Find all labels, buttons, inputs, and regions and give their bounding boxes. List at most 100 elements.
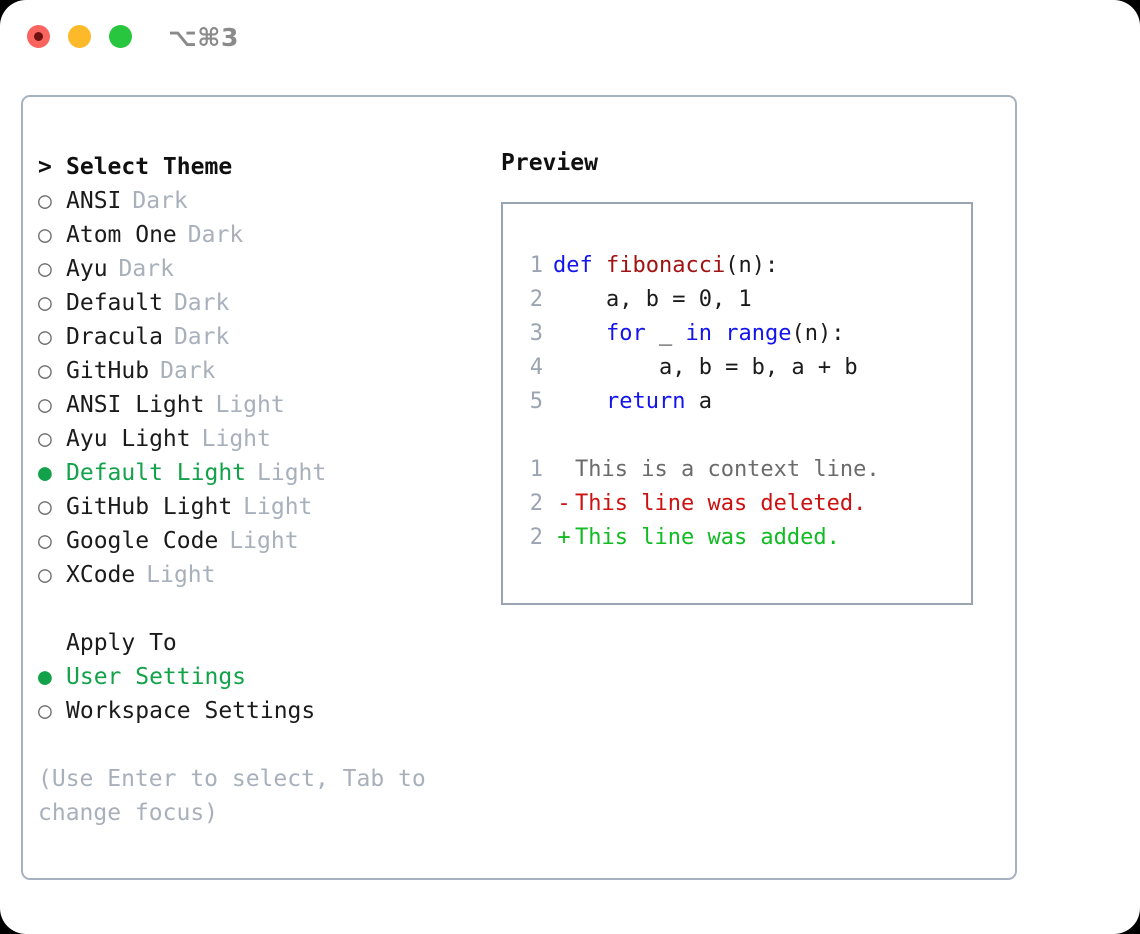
radio-selected-icon[interactable]: ● [38, 460, 52, 486]
theme-list-item[interactable]: ○ Dracula Dark [38, 320, 498, 354]
code-token: a [685, 389, 712, 414]
theme-list-item[interactable]: ○ ANSI Light Light [38, 388, 498, 422]
theme-list-item[interactable]: ○ Default Dark [38, 286, 498, 320]
radio-unselected-icon[interactable]: ○ [38, 698, 52, 724]
close-window-button[interactable] [27, 25, 50, 48]
prompt-caret-icon: > [38, 154, 52, 180]
radio-unselected-icon[interactable]: ○ [38, 494, 52, 520]
code-token: a, b = b, a + b [553, 355, 858, 380]
theme-list-item[interactable]: ○ Ayu Dark [38, 252, 498, 286]
line-number: 4 [529, 355, 543, 380]
theme-list-item[interactable]: ○ Atom One Dark [38, 218, 498, 252]
code-line: 4 a, b = b, a + b [503, 351, 971, 385]
theme-name-label: ANSI Light [66, 392, 205, 418]
radio-unselected-icon[interactable]: ○ [38, 324, 52, 350]
theme-name-label: XCode [66, 562, 136, 588]
theme-name-label: Atom One [66, 222, 177, 248]
code-token: (n): [725, 253, 779, 278]
line-number: 1 [529, 457, 543, 482]
theme-variant-label: Dark [118, 256, 174, 282]
minimize-window-button[interactable] [68, 25, 91, 48]
theme-variant-label: Dark [132, 188, 188, 214]
code-token: range [725, 321, 792, 346]
theme-name-label: Ayu Light [66, 426, 191, 452]
diff-marker: - [557, 491, 571, 516]
preview-heading: Preview [501, 150, 598, 176]
code-token [553, 389, 606, 414]
code-token: in [685, 321, 712, 346]
heading-marker-placeholder: ○ [38, 626, 66, 660]
radio-unselected-icon[interactable]: ○ [38, 188, 52, 214]
line-number: 2 [529, 525, 543, 550]
radio-unselected-icon[interactable]: ○ [38, 290, 52, 316]
code-line: 2 a, b = 0, 1 [503, 283, 971, 317]
theme-name-label: Dracula [66, 324, 163, 350]
theme-name-label: Ayu [66, 256, 108, 282]
theme-variant-label: Light [257, 460, 327, 486]
diff-marker [553, 453, 575, 487]
radio-unselected-icon[interactable]: ○ [38, 528, 52, 554]
line-number: 1 [529, 253, 543, 278]
code-token [553, 321, 606, 346]
line-number: 2 [529, 491, 543, 516]
diff-line: 2+This line was added. [503, 521, 971, 555]
theme-name-label: Default [66, 290, 163, 316]
radio-selected-icon[interactable]: ● [38, 664, 52, 690]
maximize-window-button[interactable] [109, 25, 132, 48]
theme-variant-label: Dark [173, 324, 230, 350]
code-text: a, b = 0, 1 [553, 283, 752, 317]
diff-line: 1 This is a context line. [503, 453, 971, 487]
spacer [503, 419, 971, 453]
radio-unselected-icon[interactable]: ○ [38, 256, 52, 282]
keyboard-hint: (Use Enter to select, Tab to change focu… [38, 766, 426, 826]
select-theme-heading: > Select Theme [38, 150, 498, 184]
code-token: (n): [791, 321, 845, 346]
code-token: for [605, 321, 646, 346]
code-text: a, b = b, a + b [553, 351, 858, 385]
code-token: def [553, 253, 606, 278]
apply-to-item[interactable]: ● User Settings [38, 660, 498, 694]
code-line: 3 for _ in range(n): [503, 317, 971, 351]
theme-variant-label: Dark [173, 290, 230, 316]
keyboard-shortcut-label: ⌥⌘3 [168, 23, 239, 52]
theme-variant-label: Light [201, 426, 271, 452]
traffic-lights [27, 25, 132, 48]
diff-line: 2-This line was deleted. [503, 487, 971, 521]
apply-to-list: ● User Settings ○ Workspace Settings [38, 660, 498, 728]
radio-unselected-icon[interactable]: ○ [38, 562, 52, 588]
theme-variant-label: Light [215, 392, 285, 418]
radio-unselected-icon[interactable]: ○ [38, 392, 52, 418]
theme-variant-label: Dark [187, 222, 244, 248]
code-token: a, b = 0, 1 [553, 287, 752, 312]
apply-to-label: Workspace Settings [66, 698, 316, 724]
apply-to-label: User Settings [66, 664, 247, 690]
apply-to-item[interactable]: ○ Workspace Settings [38, 694, 498, 728]
theme-variant-label: Dark [160, 358, 216, 384]
radio-unselected-icon[interactable]: ○ [38, 222, 52, 248]
theme-name-label: Default Light [66, 460, 247, 486]
theme-list-item[interactable]: ● Default Light Light [38, 456, 498, 490]
theme-name-label: GitHub [66, 358, 150, 384]
code-token: return [605, 389, 686, 414]
title-bar: ⌥⌘3 [0, 0, 1140, 78]
code-text: def fibonacci(n): [553, 249, 778, 283]
theme-list-item[interactable]: ○ GitHub Dark [38, 354, 498, 388]
code-token: fibonacci [605, 253, 726, 278]
code-line: 5 return a [503, 385, 971, 419]
code-text: for _ in range(n): [553, 317, 844, 351]
diff-text: This line was deleted. [575, 491, 867, 516]
diff-text: This is a context line. [575, 457, 880, 482]
theme-list-item[interactable]: ○ Ayu Light Light [38, 422, 498, 456]
theme-variant-label: Light [229, 528, 299, 554]
radio-unselected-icon[interactable]: ○ [38, 426, 52, 452]
radio-unselected-icon[interactable]: ○ [38, 358, 52, 384]
